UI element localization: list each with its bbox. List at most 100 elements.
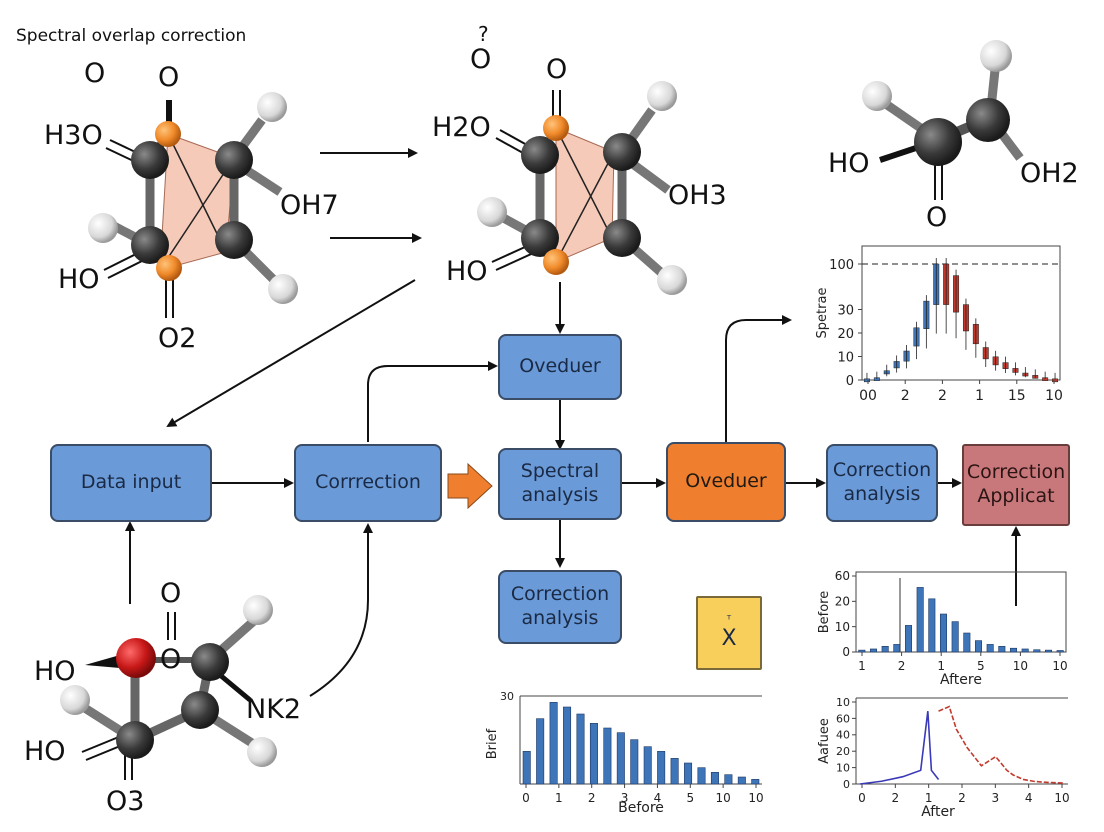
mol4-label-o3: O3	[106, 786, 145, 817]
flow-arrows	[125, 148, 1021, 697]
x-tick-label: 3	[621, 791, 629, 805]
arrow-oveduer-to-chart	[725, 315, 792, 442]
y-tick-label: 20	[837, 327, 854, 342]
x-tick-label: 2	[892, 791, 900, 805]
x-tick-label: 5	[977, 659, 985, 673]
y-tick-label: 20	[836, 745, 850, 758]
y-tick-label: 30	[837, 304, 854, 319]
series-line	[938, 705, 1065, 784]
bar	[1056, 650, 1064, 653]
x-tick-label: 1	[555, 791, 563, 805]
x-tick-label: 2	[898, 659, 906, 673]
y-tick-label: 20	[835, 595, 850, 609]
x-tick-label: 2	[958, 791, 966, 805]
molecule-3	[862, 40, 1024, 200]
bar	[963, 632, 971, 653]
bar	[549, 702, 558, 785]
x-tick-label: 2	[901, 388, 910, 404]
x-tick-label: 3	[992, 791, 1000, 805]
mol4-label-ho-top: HO	[34, 656, 76, 687]
x-tick-label: 10	[1052, 659, 1067, 673]
x-box-label: X	[721, 625, 737, 651]
bar	[998, 645, 1006, 653]
bar	[670, 758, 679, 785]
bar	[751, 779, 760, 785]
x-tick-label: 10	[1013, 659, 1028, 673]
mol2-label-o-top: O	[546, 54, 568, 85]
x-tick-label: 1	[937, 659, 945, 673]
bar	[603, 727, 612, 785]
x-box: ᵀ X	[696, 596, 762, 670]
bar	[869, 648, 878, 653]
correction-applicat-box: Correction Applicat	[962, 444, 1070, 526]
bar	[630, 739, 639, 785]
bar	[858, 649, 866, 653]
bar	[684, 762, 693, 785]
mol1-label-oh7: OH7	[280, 190, 339, 221]
mol1-label-o-top: O	[158, 62, 180, 93]
mol1-label-ho: HO	[58, 264, 100, 295]
y-tick-label: 0	[842, 645, 850, 659]
block-arrow	[447, 462, 493, 510]
molecule-2	[477, 81, 687, 295]
x-tick-label: 10	[1054, 791, 1069, 805]
bar	[563, 706, 572, 785]
bar	[1009, 647, 1018, 653]
x-tick-label: 2	[588, 791, 596, 805]
bar	[589, 723, 598, 785]
series-line	[859, 711, 940, 785]
x-axis-label: Before	[618, 800, 664, 816]
bar	[986, 644, 994, 653]
y-tick-label: 30	[500, 690, 514, 703]
y-tick-label: 0	[843, 778, 850, 791]
y-tick-label: 10	[835, 620, 850, 634]
molecule-1	[88, 92, 298, 318]
mol2-label-o-left: O	[470, 44, 492, 75]
mol1-label-o2: O2	[158, 323, 197, 354]
x-tick-label: 00	[859, 388, 877, 404]
x-tick-label: 10	[748, 791, 763, 805]
bar	[724, 774, 733, 785]
correction-box: Corrrection	[294, 444, 442, 522]
y-axis-label: Aafuee	[817, 718, 832, 764]
bar	[1044, 649, 1053, 653]
bar	[710, 772, 719, 785]
bar	[951, 621, 959, 653]
mol2-label-ho: HO	[446, 256, 488, 287]
x-tick-label: 1	[975, 388, 984, 404]
x-tick-label: 2	[938, 388, 947, 404]
bar	[522, 751, 531, 785]
bar	[974, 640, 983, 653]
bar	[939, 613, 948, 653]
bar	[893, 644, 901, 653]
x-tick-label: 4	[1025, 791, 1033, 805]
spectral-analysis-box: Spectral analysis	[498, 448, 622, 520]
x-tick-label: 1	[925, 791, 933, 805]
mol4-label-ho-bottom: HO	[24, 736, 66, 767]
arrow-mol2-to-data-input	[166, 279, 416, 428]
bar	[904, 625, 913, 653]
y-tick-label: 10	[836, 696, 850, 709]
x-tick-label: 15	[1008, 388, 1026, 404]
x-axis-label: After	[921, 804, 955, 820]
bar	[1033, 649, 1041, 653]
bar	[916, 587, 924, 653]
y-tick-label: 60	[836, 712, 850, 725]
correction-analysis-box-bottom: Correction analysis	[498, 570, 622, 644]
y-tick-label: 0	[846, 374, 854, 389]
y-tick-label: 100	[829, 258, 854, 273]
bar	[643, 746, 652, 785]
bar	[881, 645, 889, 653]
y-axis-label: Before	[817, 591, 832, 634]
x-tick-label: 5	[686, 791, 694, 805]
mol2-label-question: ?	[478, 22, 489, 46]
arrow-mol4-to-correction	[309, 523, 373, 697]
x-axis-label: Aftere	[940, 672, 982, 688]
mol1-label-o-left: O	[84, 58, 106, 89]
bar	[928, 598, 936, 653]
bar	[576, 713, 585, 785]
x-box-superscript: ᵀ	[726, 612, 732, 626]
